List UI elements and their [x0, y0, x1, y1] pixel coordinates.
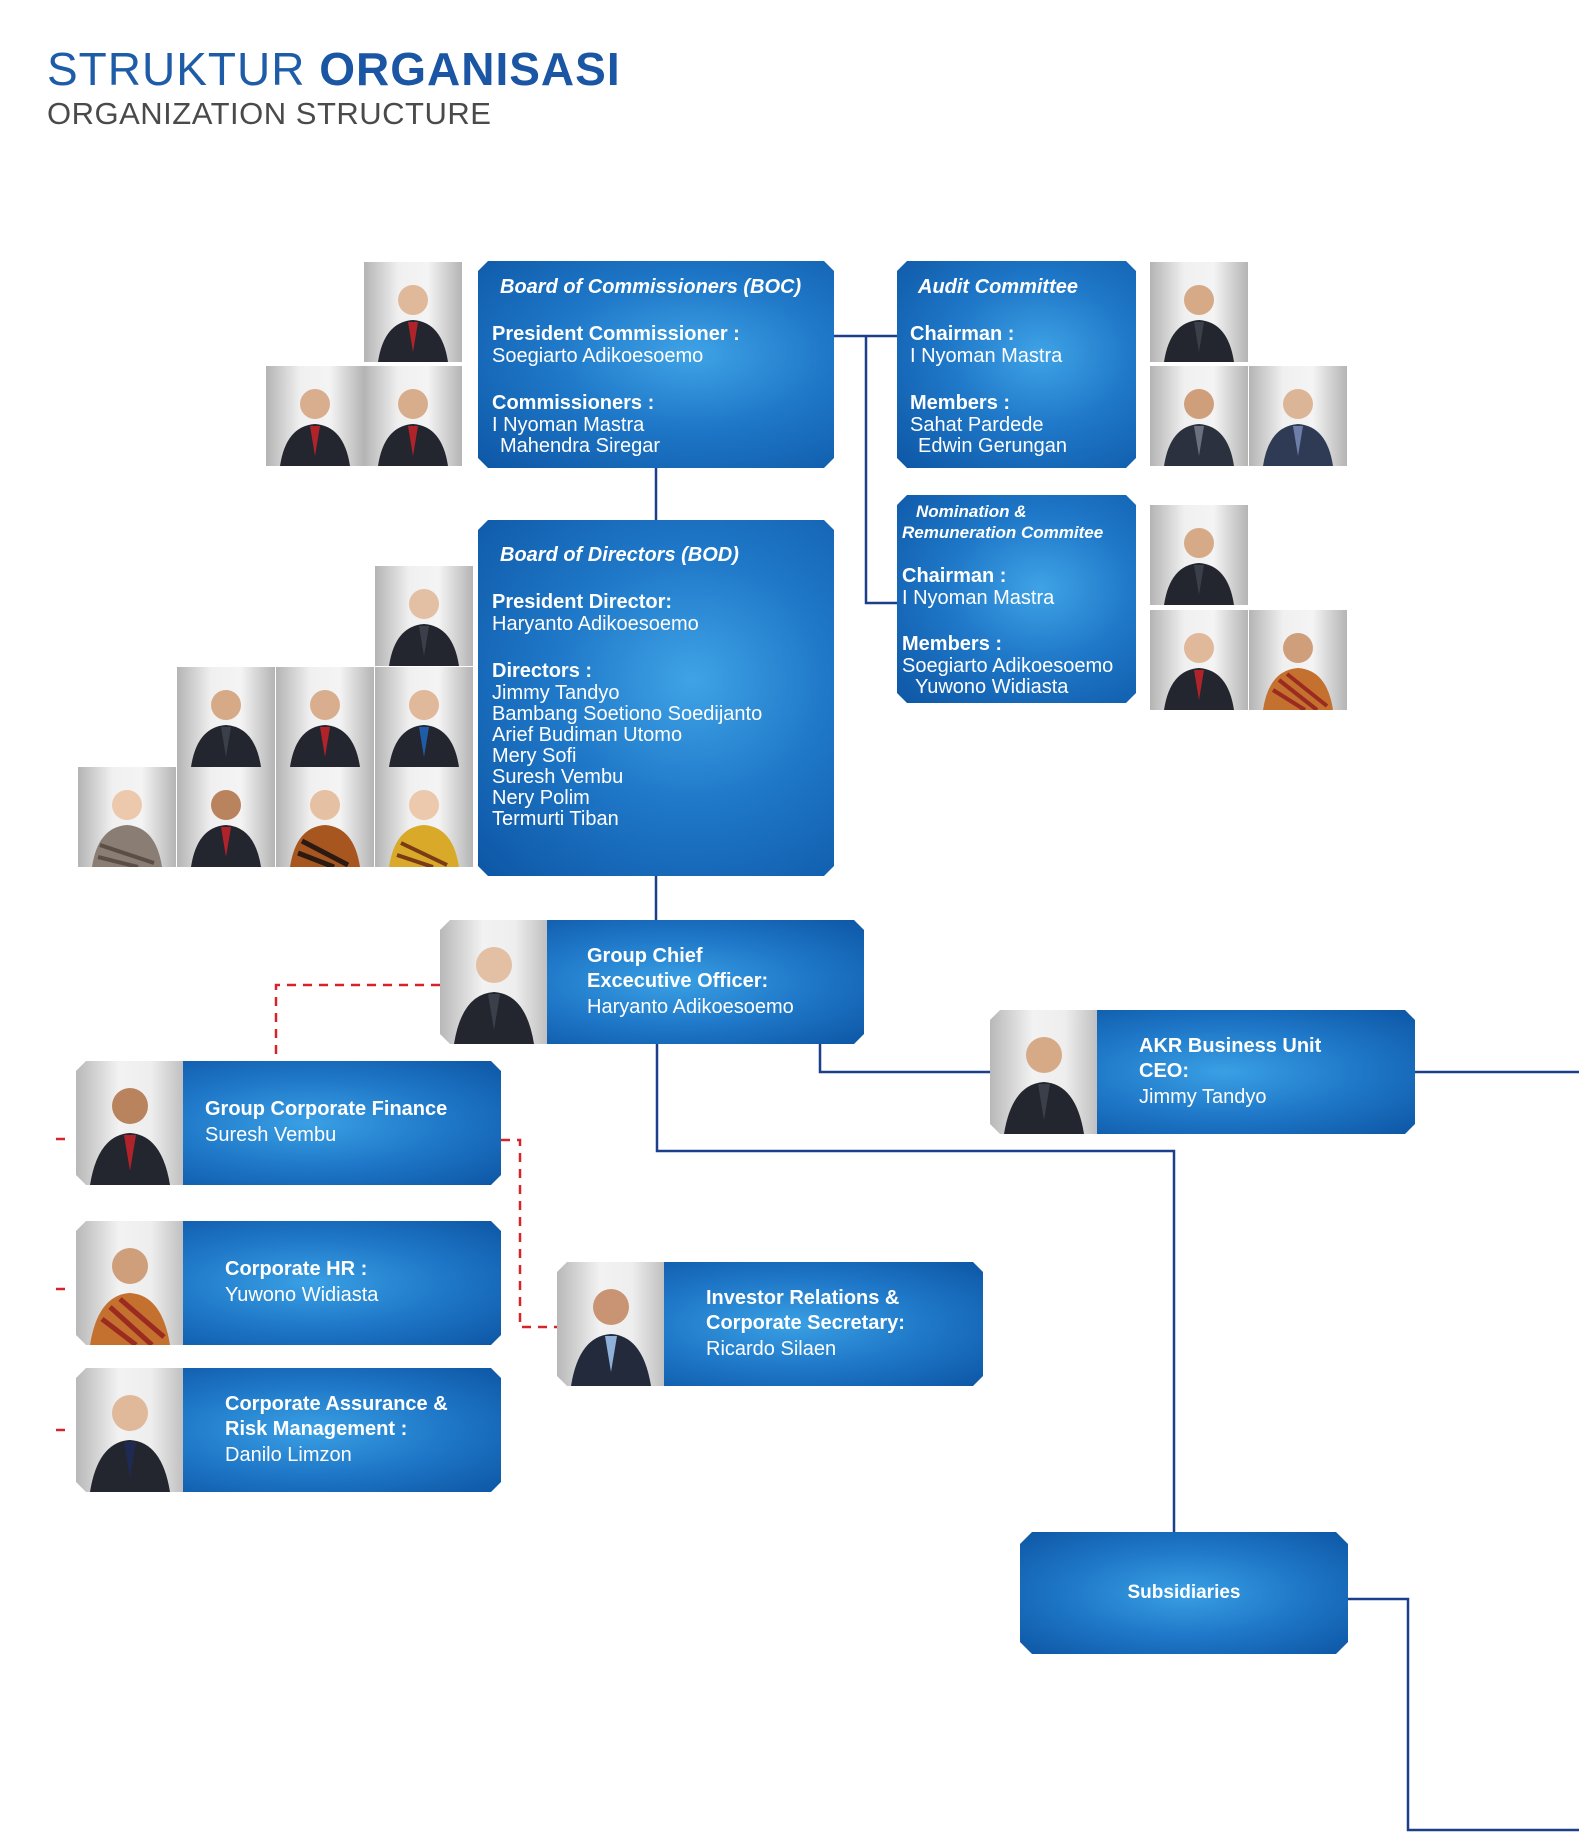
nomination-chair-label: Chairman :: [902, 565, 1007, 587]
finance-label: Group Corporate Finance: [205, 1098, 448, 1120]
audit-chair-label: Chairman :: [910, 323, 1015, 345]
photo-nomination-member-1: [1150, 610, 1248, 710]
bod-director-4: Mery Sofi: [492, 745, 577, 767]
bod-president-label: President Director:: [492, 591, 673, 613]
bod-president-name: Haryanto Adikoesoemo: [492, 613, 699, 635]
photo-bod-director-5: [177, 767, 275, 867]
nomination-members-label: Members :: [902, 633, 1003, 655]
page-title: STRUKTUR ORGANISASI: [47, 42, 621, 96]
photo-bod-president: [375, 566, 473, 666]
photo-bod-director-6: [276, 767, 374, 867]
photo-akr-ceo: [990, 1010, 1097, 1134]
photo-assurance: [76, 1368, 183, 1492]
nomination-chair-name: I Nyoman Mastra: [902, 587, 1055, 609]
audit-member-1: Sahat Pardede: [910, 414, 1044, 436]
boc-members-label: Commissioners :: [492, 392, 655, 414]
boc-member-1: I Nyoman Mastra: [492, 414, 645, 436]
bod-director-1: Jimmy Tandyo: [492, 682, 620, 704]
group-ceo-card: Group Chief Excecutive Officer: Haryanto…: [440, 920, 864, 1044]
dashed-finance-investor: [501, 1138, 557, 1329]
investor-name: Ricardo Silaen: [706, 1337, 837, 1360]
boc-heading: Board of Commissioners (BOC): [500, 276, 802, 298]
photo-hr: [76, 1221, 183, 1345]
bod-heading: Board of Directors (BOD): [500, 544, 739, 566]
photo-bod-director-4: [78, 767, 176, 867]
boc-president-name: Soegiarto Adikoesoemo: [492, 345, 704, 367]
photo-bod-director-3: [375, 667, 473, 767]
page-subtitle: ORGANIZATION STRUCTURE: [47, 96, 492, 131]
akr-ceo-name: Jimmy Tandyo: [1139, 1085, 1267, 1108]
boc-member-2: Mahendra Siregar: [500, 435, 661, 457]
photo-boc-president: [364, 262, 462, 362]
photo-audit-chair: [1150, 262, 1248, 362]
nomination-member-2: Yuwono Widiasta: [915, 676, 1069, 698]
photo-bod-director-2: [276, 667, 374, 767]
photo-finance: [76, 1061, 183, 1185]
nomination-heading-1: Nomination &: [916, 502, 1027, 521]
bod-director-5: Suresh Vembu: [492, 766, 624, 788]
audit-committee-box: Audit Committee Chairman : I Nyoman Mast…: [897, 261, 1136, 468]
assurance-name: Danilo Limzon: [225, 1443, 352, 1466]
hr-label: Corporate HR :: [225, 1258, 368, 1280]
group-corporate-finance-card: Group Corporate Finance Suresh Vembu: [76, 1061, 501, 1185]
line-committees-vertical: [864, 336, 900, 605]
group-ceo-label-2: Excecutive Officer:: [587, 969, 769, 992]
investor-label-1: Investor Relations &: [706, 1286, 900, 1309]
audit-heading: Audit Committee: [918, 276, 1078, 298]
subsidiaries-box: Subsidiaries: [1020, 1532, 1348, 1654]
group-ceo-label-1: Group Chief: [587, 944, 703, 967]
photo-nomination-member-2: [1249, 610, 1347, 710]
bod-directors-label: Directors :: [492, 660, 593, 682]
nomination-heading-2: Remuneration Commitee: [902, 523, 1104, 542]
finance-name: Suresh Vembu: [205, 1124, 337, 1146]
photo-nomination-chair: [1150, 505, 1248, 605]
assurance-label-1: Corporate Assurance &: [225, 1392, 448, 1415]
bod-director-3: Arief Budiman Utomo: [492, 724, 683, 746]
bod-box: Board of Directors (BOD) President Direc…: [478, 520, 834, 876]
bod-director-6: Nery Polim: [492, 787, 590, 809]
group-ceo-name: Haryanto Adikoesoemo: [587, 995, 794, 1018]
photo-audit-member-1: [1150, 366, 1248, 466]
audit-members-label: Members :: [910, 392, 1011, 414]
bod-director-7: Termurti Tiban: [492, 808, 619, 830]
corporate-assurance-card: Corporate Assurance & Risk Management : …: [76, 1368, 501, 1492]
title-light: STRUKTUR: [47, 43, 306, 95]
boc-box: Board of Commissioners (BOC) President C…: [478, 261, 834, 468]
photo-bod-director-7: [375, 767, 473, 867]
photo-boc-member-1: [266, 366, 364, 466]
investor-label-2: Corporate Secretary:: [706, 1311, 905, 1334]
boc-president-label: President Commissioner :: [492, 323, 740, 345]
akr-label-2: CEO:: [1139, 1059, 1189, 1082]
photo-investor-relations: [557, 1262, 664, 1386]
subsidiaries-label: Subsidiaries: [1127, 1582, 1241, 1603]
bod-director-2: Bambang Soetiono Soedijanto: [492, 703, 763, 725]
photo-bod-director-1: [177, 667, 275, 767]
line-ceo-akr: [818, 1044, 990, 1074]
nomination-member-1: Soegiarto Adikoesoemo: [902, 655, 1114, 677]
corporate-hr-card: Corporate HR : Yuwono Widiasta: [76, 1221, 501, 1345]
audit-chair-name: I Nyoman Mastra: [910, 345, 1063, 367]
assurance-label-2: Risk Management :: [225, 1417, 408, 1440]
audit-member-2: Edwin Gerungan: [918, 435, 1067, 457]
photo-group-ceo: [440, 920, 547, 1044]
akr-label-1: AKR Business Unit: [1139, 1034, 1322, 1057]
dashed-ceo-finance: [274, 983, 440, 1060]
photo-boc-member-2: [364, 366, 462, 466]
investor-relations-card: Investor Relations & Corporate Secretary…: [557, 1262, 983, 1386]
line-ceo-subsidiaries: [655, 1044, 1176, 1532]
photo-audit-member-2: [1249, 366, 1347, 466]
hr-name: Yuwono Widiasta: [225, 1284, 379, 1306]
nomination-committee-box: Nomination & Remuneration Commitee Chair…: [897, 495, 1136, 703]
title-bold: ORGANISASI: [319, 43, 621, 95]
akr-business-unit-card: AKR Business Unit CEO: Jimmy Tandyo: [990, 1010, 1415, 1134]
